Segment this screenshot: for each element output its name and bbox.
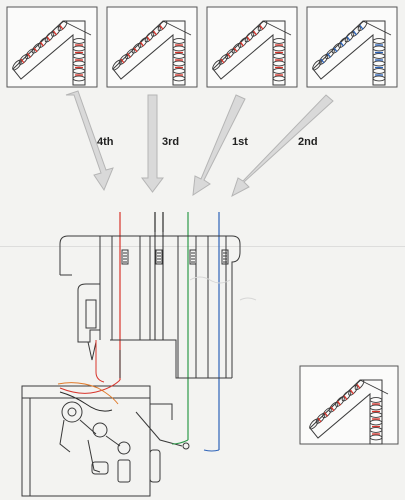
arrow-label-1st: 1st	[232, 136, 248, 148]
stitch-sample-result	[299, 365, 399, 445]
serger-machine-outline	[21, 235, 241, 497]
paper-smudge	[189, 276, 257, 301]
arrow-label-4th: 4th	[97, 136, 114, 148]
stitch-sample-4	[306, 6, 398, 88]
paper-fold-crease	[0, 246, 405, 247]
thread-lines	[119, 212, 220, 450]
arrow-label-2nd: 2nd	[298, 136, 318, 148]
arrow-4th: 4th	[65, 90, 114, 192]
arrow-label-3rd: 3rd	[162, 136, 179, 148]
stitch-sample-1	[6, 6, 98, 88]
looper-threads	[57, 232, 220, 452]
arrow-2nd: 2nd	[231, 94, 334, 198]
stitch-sample-3	[206, 6, 298, 88]
arrow-1st: 1st	[192, 94, 248, 196]
stitch-sample-2	[106, 6, 198, 88]
arrow-3rd: 3rd	[141, 94, 179, 193]
